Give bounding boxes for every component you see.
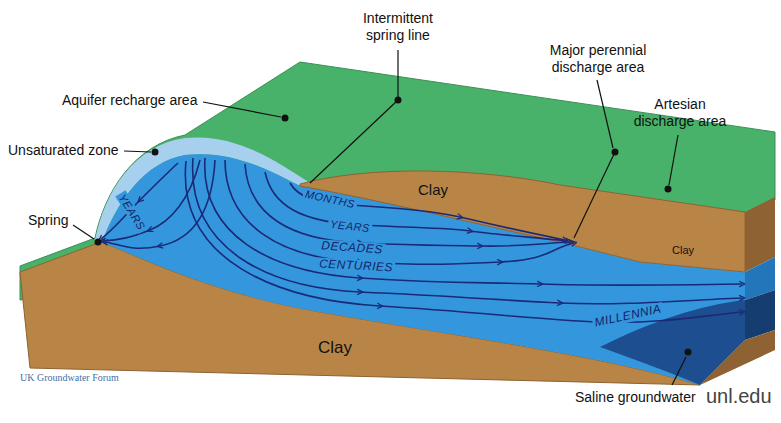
callout-label: Spring: [28, 212, 68, 229]
callout-dot: [612, 149, 619, 156]
leader-line: [203, 102, 281, 117]
aquifer: [102, 154, 745, 385]
callout-label: Intermittent spring line: [356, 10, 440, 44]
flow-line: [225, 160, 574, 264]
callout-dot: [395, 97, 402, 104]
flow-line: [205, 158, 742, 285]
callout-dot: [665, 186, 672, 193]
callout-label: Major perennial discharge area: [548, 42, 648, 76]
layer-label: Clay: [418, 181, 448, 199]
callout-label: Saline groundwater: [575, 389, 696, 406]
leader-line: [672, 357, 686, 385]
callout-label: Unsaturated zone: [8, 142, 119, 159]
layer-label: Clay: [318, 338, 352, 358]
flow-line: [185, 161, 742, 322]
credit-text: UK Groundwater Forum: [20, 372, 119, 384]
discharge-line: [574, 152, 615, 238]
leader-line: [397, 50, 398, 97]
callout-dot: [152, 149, 159, 156]
layer-label: Clay: [672, 244, 694, 257]
callout-dot: [282, 115, 289, 122]
callout-label: Artesian discharge area: [630, 96, 730, 130]
side-lower-clay: [700, 330, 775, 385]
leader-line: [124, 151, 151, 152]
leader-line: [669, 135, 678, 185]
leader-line: [597, 80, 613, 148]
flow-line: [101, 163, 178, 239]
spring-line: [310, 100, 398, 183]
watermark: unl.edu: [706, 384, 772, 408]
leader-line: [73, 225, 94, 239]
callout-dot: [685, 349, 692, 356]
upper-clay: [300, 171, 745, 272]
flow-line: [245, 164, 571, 246]
callout-dot: [95, 239, 102, 246]
flow-line: [193, 158, 742, 304]
callout-label: Aquifer recharge area: [62, 92, 197, 109]
